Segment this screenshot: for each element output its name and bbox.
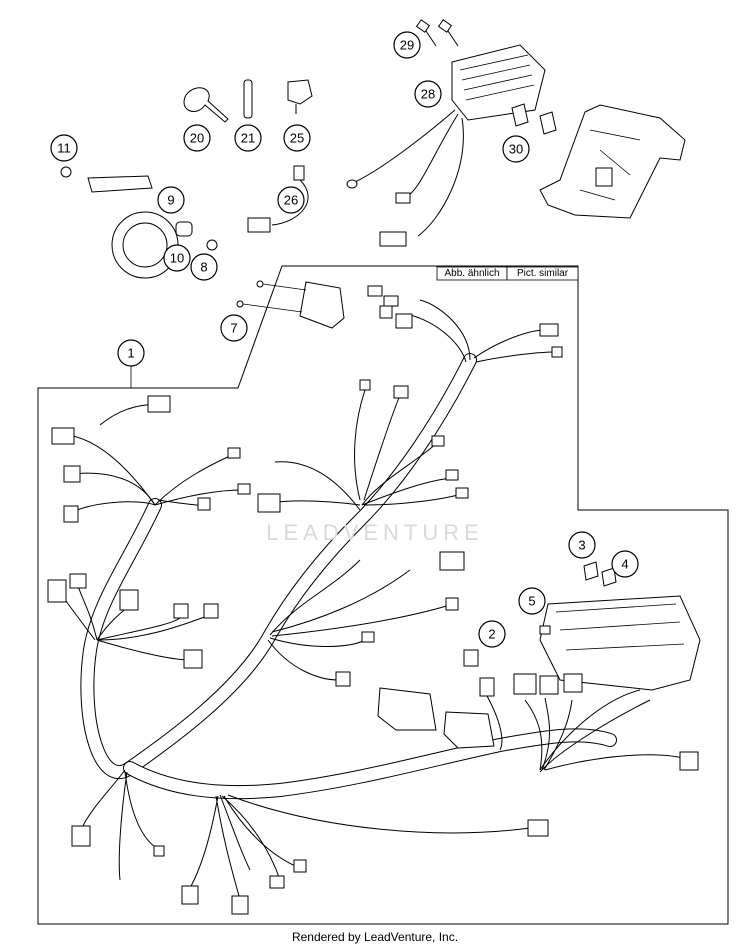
bracket-7 bbox=[236, 280, 345, 329]
svg-text:29: 29 bbox=[400, 38, 414, 53]
callout-2: 2 bbox=[478, 620, 506, 648]
callout-21: 21 bbox=[234, 124, 262, 152]
callout-5: 5 bbox=[518, 587, 546, 615]
svg-text:20: 20 bbox=[190, 131, 204, 146]
svg-text:9: 9 bbox=[167, 193, 174, 208]
svg-text:11: 11 bbox=[57, 141, 71, 156]
cable-tie-20 bbox=[183, 87, 229, 123]
callout-25: 25 bbox=[283, 124, 311, 152]
footer-credit: Rendered by LeadVenture, Inc. bbox=[291, 930, 459, 944]
clips-30 bbox=[511, 103, 557, 135]
svg-text:8: 8 bbox=[200, 260, 207, 275]
svg-text:2: 2 bbox=[488, 627, 495, 642]
callout-1: 1 bbox=[117, 339, 145, 388]
callout-20: 20 bbox=[183, 124, 211, 152]
tag-german: Abb. ähnlich bbox=[444, 268, 499, 279]
mount-bracket bbox=[539, 104, 686, 219]
callout-9: 9 bbox=[157, 186, 185, 214]
svg-text:1: 1 bbox=[127, 346, 134, 361]
callout-10: 10 bbox=[163, 244, 191, 272]
callout-29: 29 bbox=[393, 31, 421, 59]
svg-text:5: 5 bbox=[528, 594, 535, 609]
main-harness bbox=[47, 285, 701, 915]
svg-text:7: 7 bbox=[230, 321, 237, 336]
sensor-lead-26 bbox=[247, 165, 309, 233]
callout-4: 4 bbox=[611, 550, 639, 578]
callout-11: 11 bbox=[50, 134, 78, 162]
bolts-29 bbox=[415, 19, 459, 47]
pict-similar-tag: Abb. ähnlich Pict. similar bbox=[436, 266, 579, 281]
callout-26: 26 bbox=[277, 186, 305, 214]
svg-text:21: 21 bbox=[241, 131, 255, 146]
regulator-28 bbox=[346, 44, 546, 247]
svg-text:4: 4 bbox=[621, 557, 628, 572]
callout-3: 3 bbox=[568, 531, 596, 559]
callout-30: 30 bbox=[502, 135, 530, 163]
svg-text:25: 25 bbox=[290, 131, 304, 146]
tag-english: Pict. similar bbox=[517, 268, 569, 279]
relay-25 bbox=[287, 79, 313, 114]
svg-text:30: 30 bbox=[509, 142, 523, 157]
callout-7: 7 bbox=[220, 314, 248, 342]
strap-21 bbox=[243, 79, 253, 119]
svg-text:10: 10 bbox=[170, 251, 184, 266]
svg-text:26: 26 bbox=[284, 193, 298, 208]
callout-28: 28 bbox=[414, 80, 442, 108]
harness-frame bbox=[37, 265, 729, 925]
horn-assembly bbox=[60, 166, 218, 279]
callout-8: 8 bbox=[190, 253, 218, 281]
svg-text:28: 28 bbox=[421, 87, 435, 102]
svg-text:3: 3 bbox=[578, 538, 585, 553]
